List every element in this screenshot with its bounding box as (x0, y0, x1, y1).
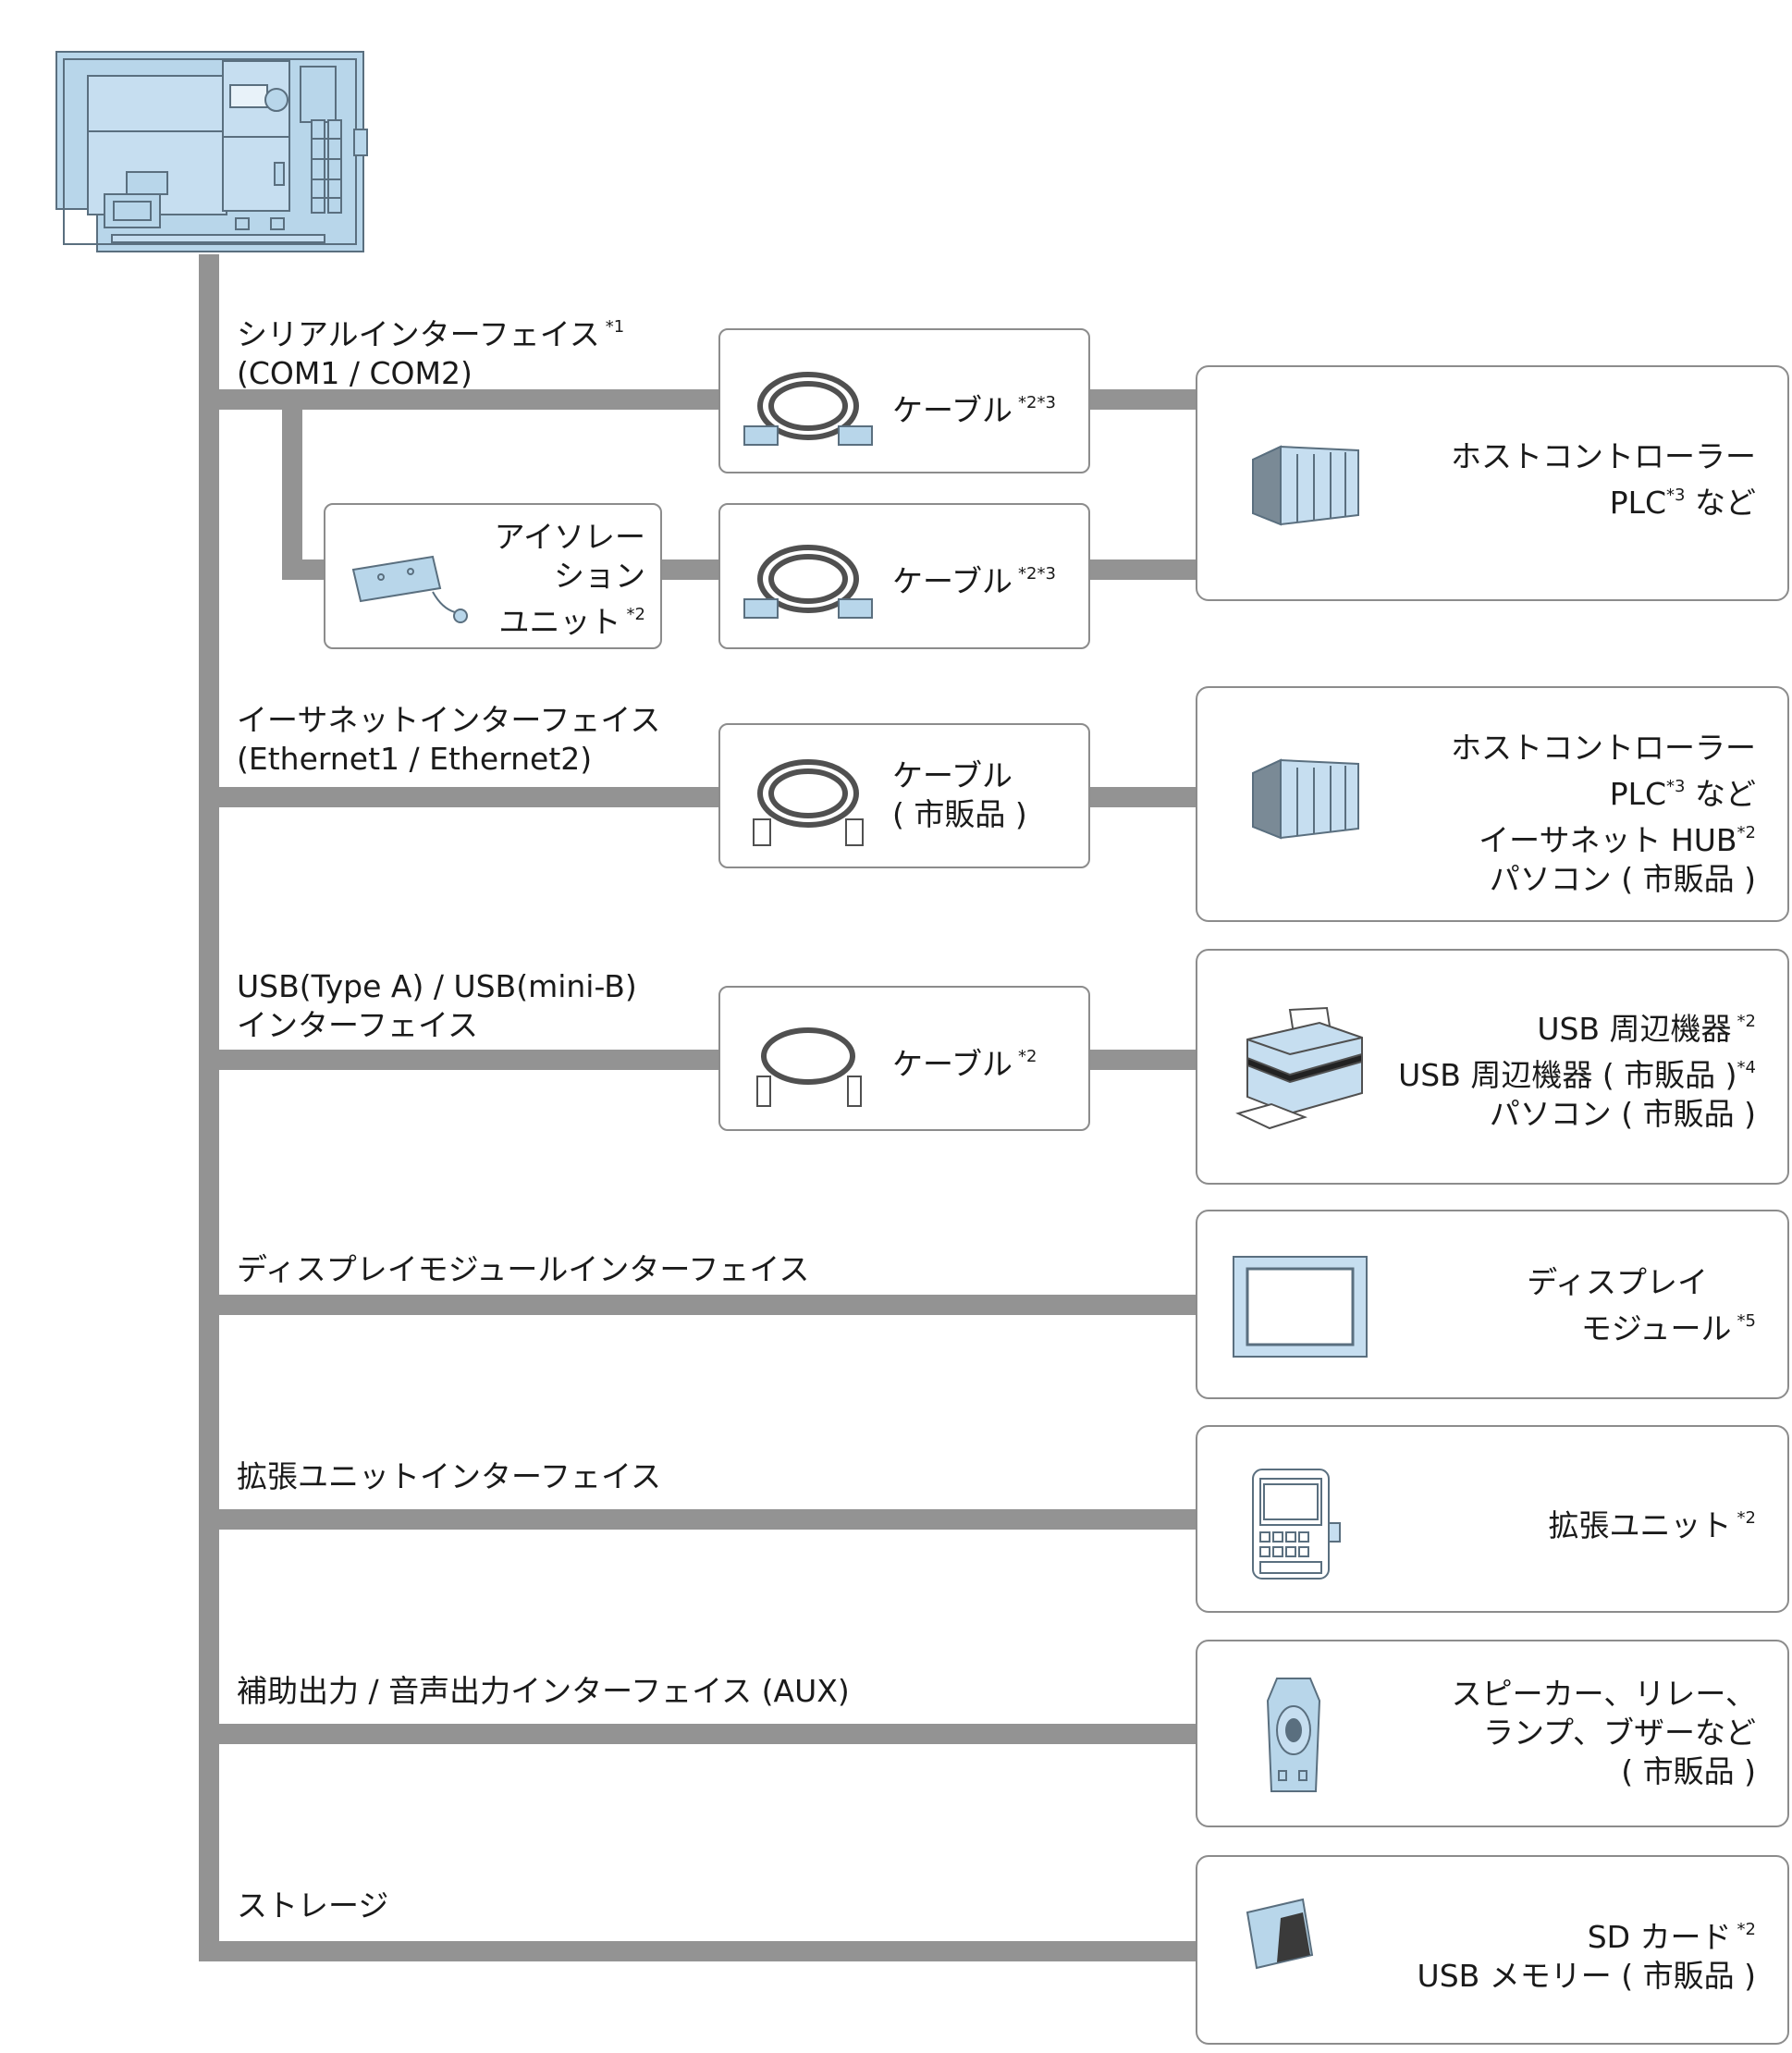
cable-box-ethernet: ケーブル ( 市販品 ) (718, 723, 1090, 868)
main-trunk (199, 254, 219, 1961)
device-label-storage: SD カード*2 USB メモリー ( 市販品 ) (1417, 1919, 1756, 1994)
wire-aux (199, 1724, 1202, 1744)
device-box-usb: USB 周辺機器*2 USB 周辺機器 ( 市販品 )*4 パソコン ( 市販品… (1196, 949, 1789, 1185)
cable-box-serial: ケーブル*2*3 (718, 328, 1090, 473)
label-serial-interface: シリアルインターフェイス*1 (COM1 / COM2) (237, 316, 625, 391)
cable-label-serial: ケーブル*2*3 (892, 392, 1056, 428)
cable-box-usb: ケーブル*2 (718, 986, 1090, 1131)
device-box-display: ディスプレイ モジュール*5 (1196, 1210, 1789, 1399)
controller-unit-icon (55, 51, 368, 252)
serial-cable-icon (743, 545, 873, 619)
device-box-storage: SD カード*2 USB メモリー ( 市販品 ) (1196, 1855, 1789, 2045)
expansion-unit-icon (1252, 1469, 1341, 1580)
wire-expansion (199, 1509, 1202, 1530)
label-storage-interface: ストレージ (237, 1887, 389, 1924)
isolation-unit-icon (351, 555, 468, 623)
cable-label-usb: ケーブル*2 (892, 1046, 1037, 1082)
display-module-icon (1233, 1256, 1368, 1358)
device-box-ethernet: ホストコントローラー PLC*3 など イーサネット HUB*2 パソコン ( … (1196, 686, 1789, 922)
isolation-unit-box: アイソレー ション ユニット*2 (324, 503, 662, 649)
label-aux-interface: 補助出力 / 音声出力インターフェイス (AUX) (237, 1673, 850, 1709)
wire-display (199, 1295, 1202, 1315)
wire-storage (199, 1941, 1202, 1961)
plc-icon (1252, 445, 1359, 526)
serial-cable-icon (743, 372, 873, 446)
lan-cable-icon (753, 759, 864, 846)
device-label-aux: スピーカー、リレー、 ランプ、ブザーなど ( 市販品 ) (1451, 1676, 1756, 1789)
device-label-ethernet: ホストコントローラー PLC*3 など イーサネット HUB*2 パソコン ( … (1451, 730, 1756, 897)
wire-serial-branch (282, 389, 302, 580)
label-display-interface: ディスプレイモジュールインターフェイス (237, 1251, 810, 1287)
plc-icon (1252, 758, 1359, 840)
device-box-serial: ホストコントローラー PLC*3 など (1196, 365, 1789, 601)
label-expansion-interface: 拡張ユニットインターフェイス (237, 1458, 662, 1494)
device-box-expansion: 拡張ユニット*2 (1196, 1425, 1789, 1613)
isolation-unit-label: アイソレー ション ユニット*2 (494, 519, 645, 640)
printer-icon (1235, 1006, 1363, 1130)
speaker-icon (1266, 1678, 1321, 1792)
label-ethernet-interface: イーサネットインターフェイス (Ethernet1 / Ethernet2) (237, 702, 661, 777)
device-box-aux: スピーカー、リレー、 ランプ、ブザーなど ( 市販品 ) (1196, 1640, 1789, 1827)
cable-label-isolation: ケーブル*2*3 (892, 563, 1056, 599)
cable-label-ethernet: ケーブル ( 市販品 ) (892, 757, 1027, 832)
device-label-expansion: 拡張ユニット*2 (1548, 1507, 1756, 1543)
usb-cable-icon (756, 1027, 862, 1107)
sd-card-icon (1246, 1898, 1314, 1970)
cable-box-isolation: ケーブル*2*3 (718, 503, 1090, 649)
device-label-display: ディスプレイ モジュール*5 (1527, 1264, 1756, 1346)
label-usb-interface: USB(Type A) / USB(mini-B) インターフェイス (237, 968, 637, 1043)
device-label-usb: USB 周辺機器*2 USB 周辺機器 ( 市販品 )*4 パソコン ( 市販品… (1398, 1011, 1756, 1132)
device-label-serial: ホストコントローラー PLC*3 など (1451, 438, 1756, 521)
